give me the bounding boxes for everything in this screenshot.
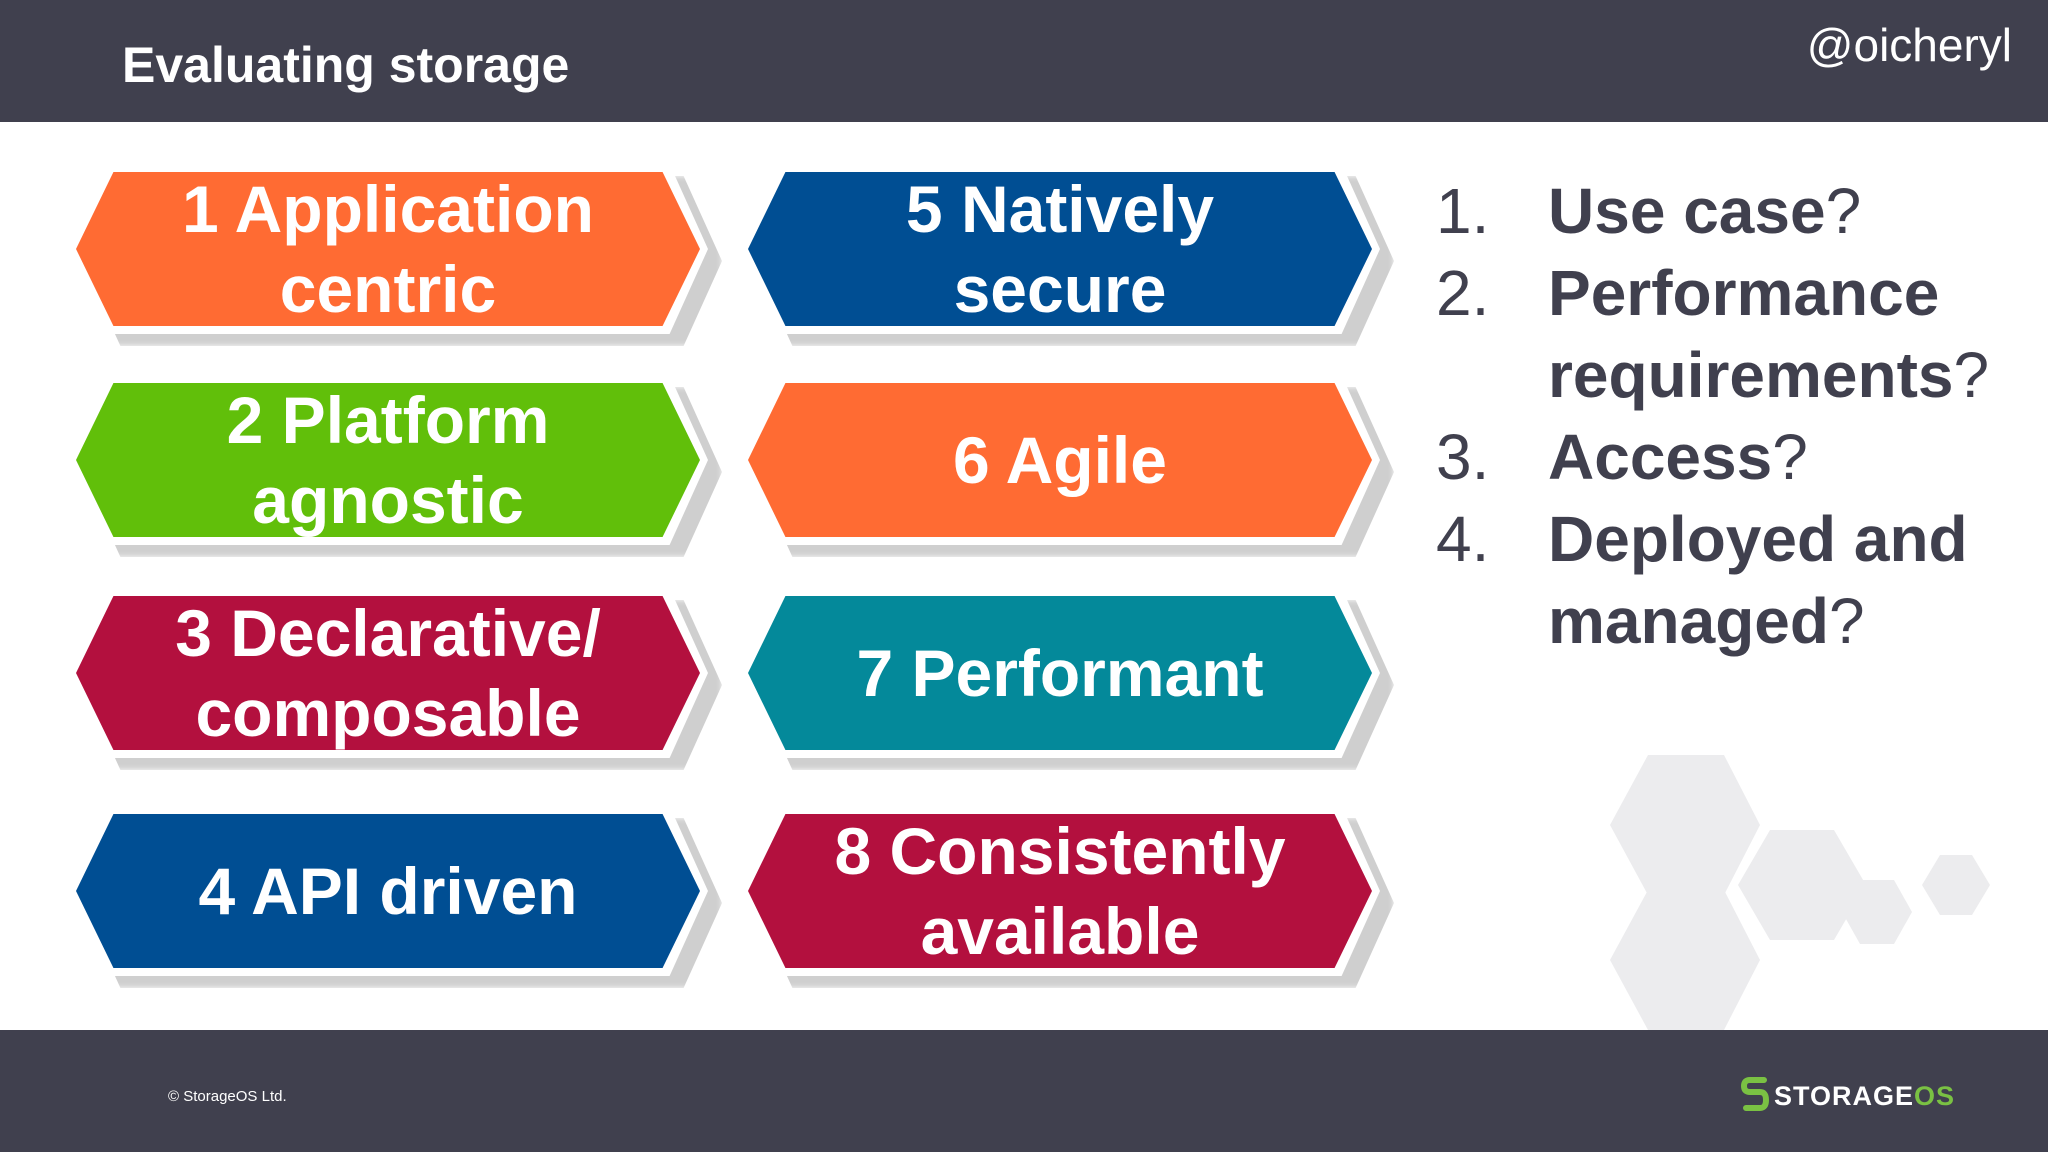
question-item: 2. Performance requirements? bbox=[1436, 252, 2036, 416]
question-mark: ? bbox=[1825, 175, 1862, 247]
question-bold-text: Deployed and managed bbox=[1548, 503, 1968, 657]
hexagon-fill: 8 Consistently available bbox=[748, 814, 1372, 968]
question-item: 4. Deployed and managed? bbox=[1436, 498, 2036, 662]
question-item: 3. Access? bbox=[1436, 416, 2036, 498]
hexagon-label: 1 Application centric bbox=[182, 172, 594, 326]
question-text: Performance requirements? bbox=[1548, 252, 2036, 416]
copyright-text: © StorageOS Ltd. bbox=[168, 1088, 287, 1105]
slide-title: Evaluating storage bbox=[122, 37, 570, 93]
hexagon-label: 5 Natively secure bbox=[905, 172, 1215, 326]
twitter-handle: @oicheryl bbox=[1806, 19, 2012, 71]
question-item: 1. Use case? bbox=[1436, 170, 2036, 252]
header-bar: Evaluating storage @oicheryl bbox=[0, 0, 2048, 122]
hexagon-card: 3 Declarative/ composable bbox=[68, 588, 722, 770]
question-mark: ? bbox=[1828, 585, 1865, 657]
hexagon-fill: 5 Natively secure bbox=[748, 172, 1372, 326]
hexagon-label: 7 Performant bbox=[856, 636, 1264, 710]
hexagon-card: 4 API driven bbox=[68, 806, 722, 988]
storageos-logo: STORAGEOS bbox=[1740, 1076, 1955, 1116]
storageos-logo-icon bbox=[1740, 1077, 1770, 1111]
question-number: 3. bbox=[1436, 421, 1490, 493]
hexagon-label: 8 Consistently available bbox=[834, 814, 1286, 968]
questions-list: 1.Use case?2.Performance requirements?3.… bbox=[1436, 170, 2036, 662]
question-mark: ? bbox=[1953, 339, 1990, 411]
logo-main-text: STORAGE bbox=[1774, 1080, 1915, 1111]
question-text: Use case? bbox=[1548, 170, 2036, 252]
question-text: Deployed and managed? bbox=[1548, 498, 2036, 662]
hexagon-card: 6 Agile bbox=[740, 375, 1394, 557]
hexagon-label: 2 Platform agnostic bbox=[226, 383, 550, 537]
hexagon-fill: 2 Platform agnostic bbox=[76, 383, 700, 537]
hexagon-label: 3 Declarative/ composable bbox=[175, 596, 601, 750]
question-text: Access? bbox=[1548, 416, 2036, 498]
hexagon-card: 2 Platform agnostic bbox=[68, 375, 722, 557]
question-bold-text: Performance requirements bbox=[1548, 257, 1954, 411]
question-mark: ? bbox=[1772, 421, 1808, 493]
hexagon-fill: 7 Performant bbox=[748, 596, 1372, 750]
question-bold-text: Use case bbox=[1548, 175, 1826, 247]
hexagon-fill: 1 Application centric bbox=[76, 172, 700, 326]
question-number: 4. bbox=[1436, 503, 1490, 575]
hexagon-card: 5 Natively secure bbox=[740, 164, 1394, 346]
question-number: 1. bbox=[1436, 175, 1490, 247]
hexagon-fill: 3 Declarative/ composable bbox=[76, 596, 700, 750]
hexagon-label: 6 Agile bbox=[953, 423, 1167, 497]
question-bold-text: Access bbox=[1548, 421, 1773, 493]
hexagon-fill: 6 Agile bbox=[748, 383, 1372, 537]
logo-accent-text: OS bbox=[1914, 1080, 1956, 1111]
footer-bar: © StorageOS Ltd. STORAGEOS bbox=[0, 1030, 2048, 1152]
hexagon-label: 4 API driven bbox=[198, 854, 578, 928]
hexagon-fill: 4 API driven bbox=[76, 814, 700, 968]
question-number: 2. bbox=[1436, 257, 1490, 329]
logo-wordmark: STORAGEOS bbox=[1774, 1081, 1955, 1112]
hexagon-card: 7 Performant bbox=[740, 588, 1394, 770]
hexagon-card: 1 Application centric bbox=[68, 164, 722, 346]
hexagon-decoration-icon bbox=[1610, 755, 1990, 1030]
hexagon-card: 8 Consistently available bbox=[740, 806, 1394, 988]
